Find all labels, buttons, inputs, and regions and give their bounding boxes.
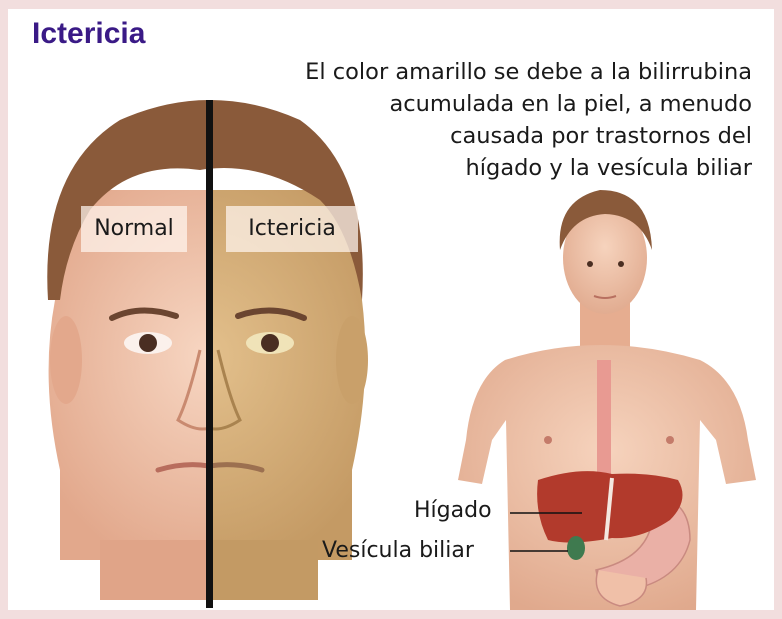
jaundice-label-box: Ictericia xyxy=(226,206,358,252)
caption-line-2: acumulada en la piel, a menudo xyxy=(389,91,752,117)
caption-line-4: hígado y la vesícula biliar xyxy=(465,155,752,181)
caption-line-3: causada por trastornos del xyxy=(450,123,752,149)
jaundice-label: Ictericia xyxy=(248,216,336,241)
face-normal-half xyxy=(47,100,209,600)
caption: El color amarillo se debe a la bilirrubi… xyxy=(192,56,752,184)
caption-line-1: El color amarillo se debe a la bilirrubi… xyxy=(305,59,752,85)
face-jaundice-half xyxy=(209,100,368,600)
divider-line xyxy=(206,100,213,608)
page-title: Ictericia xyxy=(32,17,146,50)
torso-figure xyxy=(458,190,756,610)
gallbladder-label: Vesícula biliar xyxy=(322,538,474,563)
normal-label-box: Normal xyxy=(81,206,187,252)
liver-label: Hígado xyxy=(414,498,492,523)
normal-label: Normal xyxy=(94,216,174,241)
